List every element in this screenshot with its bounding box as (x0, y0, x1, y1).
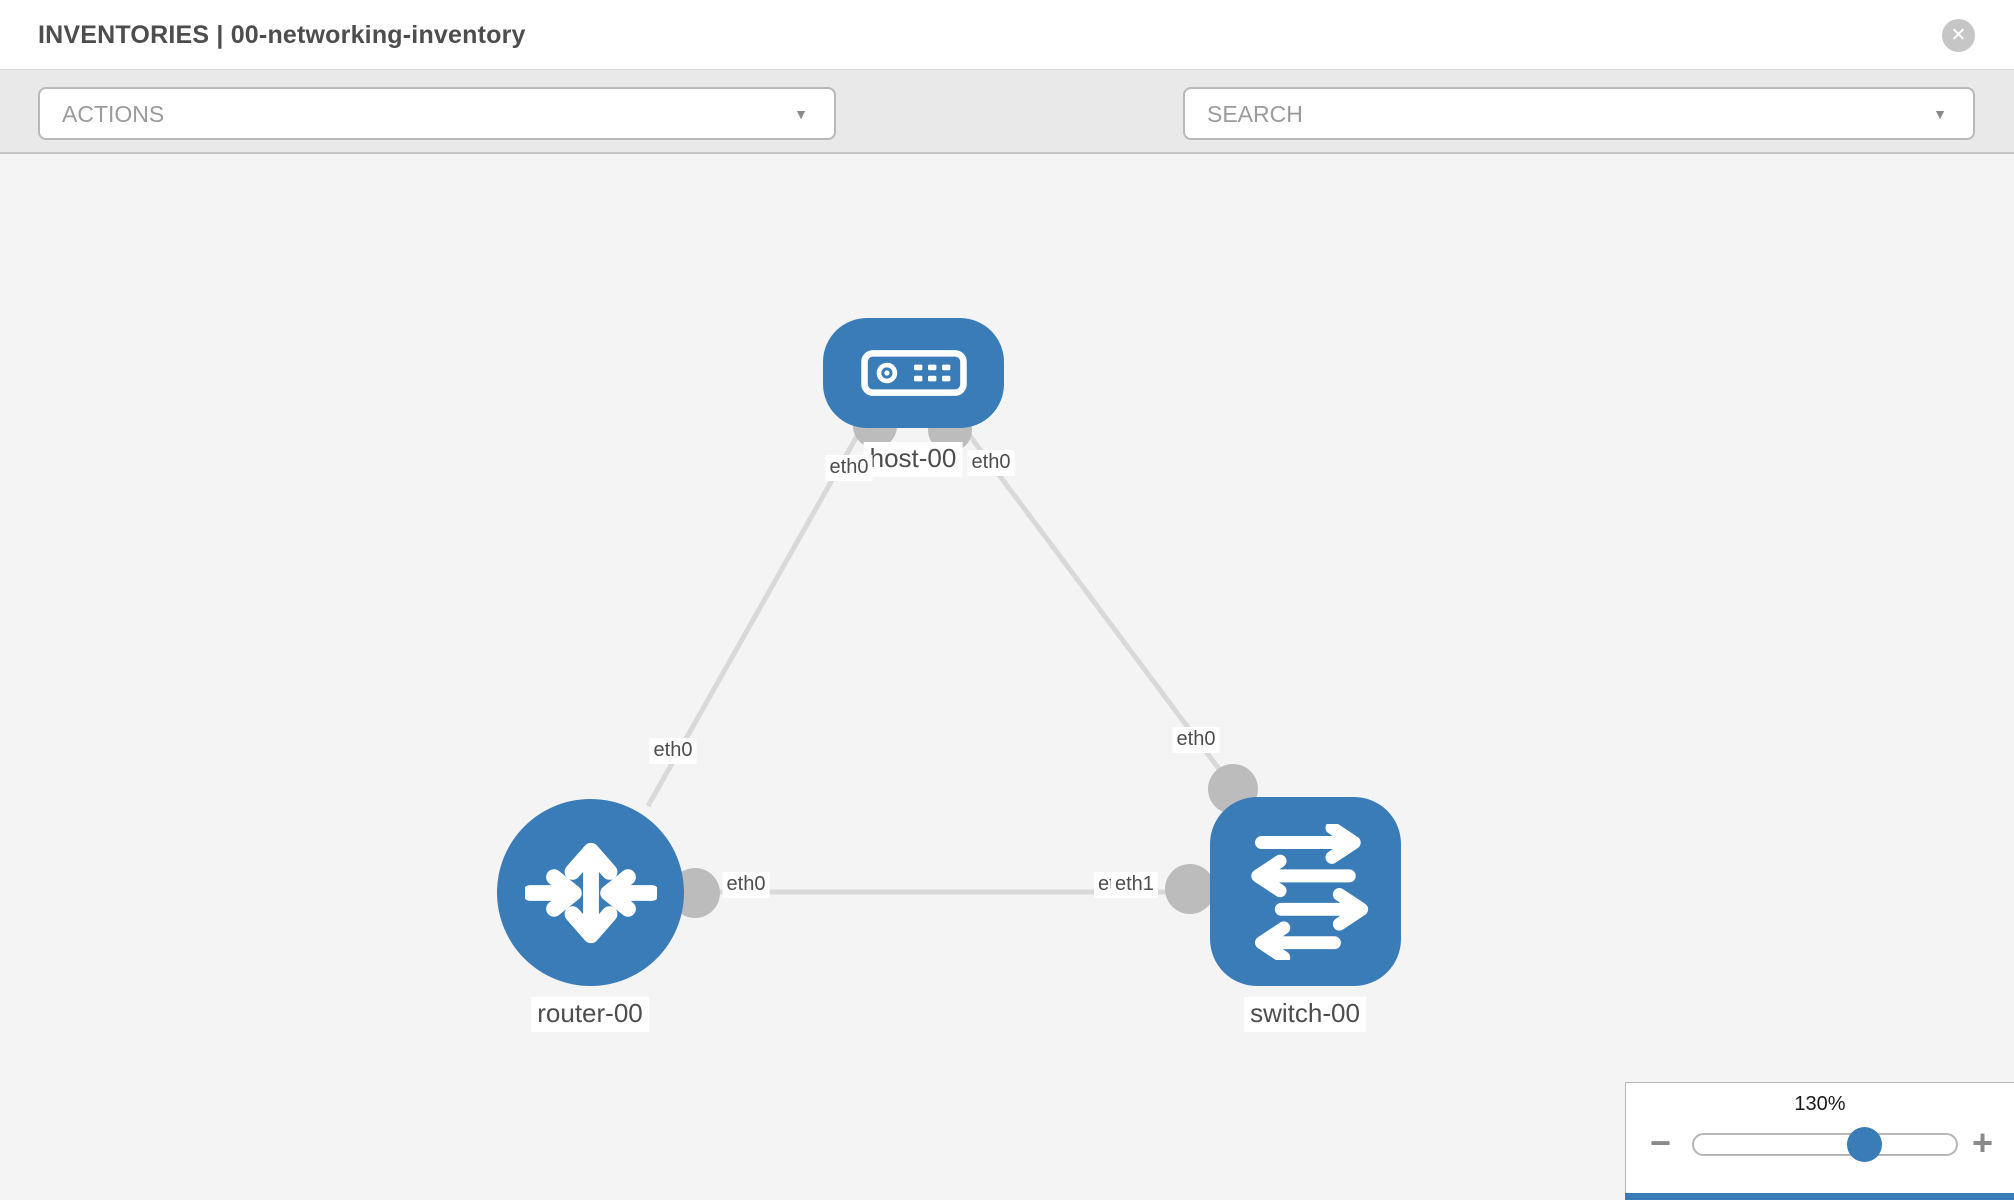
node-switch-00[interactable] (1210, 797, 1401, 986)
zoom-in-button[interactable]: + (1972, 1123, 1993, 1163)
zoom-control-panel: 130% − + (1625, 1082, 2014, 1200)
port-label-host-eth0-left: eth0 (825, 455, 873, 481)
zoom-slider[interactable] (1692, 1133, 1958, 1156)
chevron-down-icon: ▼ (1933, 106, 1947, 122)
zoom-out-button[interactable]: − (1650, 1123, 1671, 1163)
search-placeholder: SEARCH (1207, 101, 1303, 127)
node-router-00[interactable] (497, 799, 684, 986)
port-label-switch-eth0-top: eth0 (1172, 727, 1220, 753)
zoom-level-value: 130% (1794, 1093, 1846, 1115)
plus-icon: + (1972, 1122, 1994, 1163)
zoom-slider-handle[interactable] (1847, 1127, 1882, 1162)
port-label-router-eth0-top: eth0 (649, 738, 697, 764)
port-label-switch-eth1-left: eth1 (1111, 872, 1158, 898)
page-header: INVENTORIES | 00-networking-inventory ✕ (0, 0, 2014, 70)
actions-dropdown-label: ACTIONS (62, 101, 165, 127)
interface-endpoint (1165, 864, 1215, 914)
node-label-switch: switch-00 (1244, 997, 1366, 1032)
switch-icon (1250, 823, 1368, 960)
search-dropdown[interactable]: SEARCH ▼ (1183, 87, 1975, 140)
chevron-down-icon: ▼ (794, 106, 808, 122)
close-button[interactable]: ✕ (1942, 19, 1975, 52)
router-icon (524, 842, 657, 943)
actions-dropdown[interactable]: ACTIONS ▼ (38, 87, 836, 140)
topology-edges-layer (645, 404, 1258, 918)
host-icon (860, 350, 967, 396)
port-label-router-eth0-right: eth0 (722, 872, 770, 898)
minus-icon: − (1650, 1122, 1672, 1163)
bottom-accent-bar (1625, 1193, 2014, 1200)
topology-canvas[interactable]: host-00 router-00 switch-00 eth0 eth0 et… (0, 154, 2014, 1200)
close-icon: ✕ (1950, 25, 1967, 46)
node-label-router: router-00 (531, 997, 649, 1032)
toolbar: ACTIONS ▼ SEARCH ▼ (0, 70, 2014, 200)
page-title: INVENTORIES | 00-networking-inventory (38, 21, 526, 49)
port-label-host-eth0-right: eth0 (967, 450, 1015, 476)
node-host-00[interactable] (823, 318, 1004, 428)
node-label-host: host-00 (863, 442, 963, 477)
